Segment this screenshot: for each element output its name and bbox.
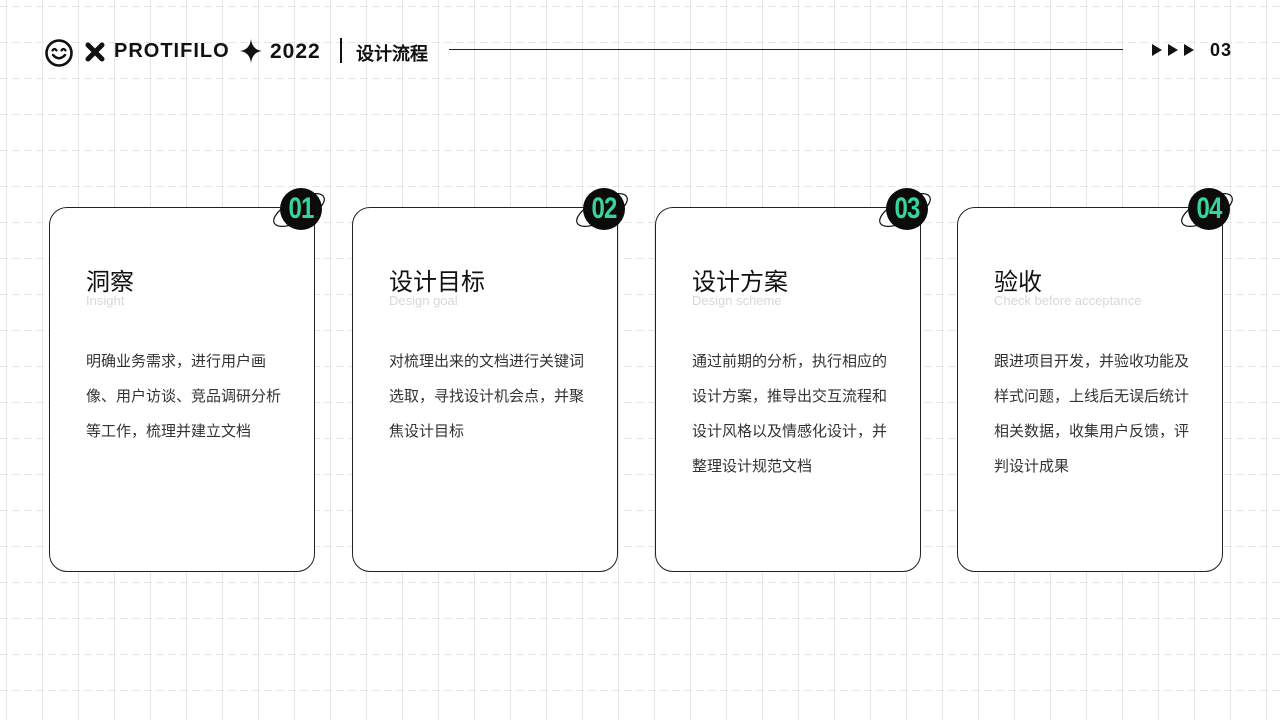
step-badge: 03 (874, 186, 936, 234)
page-number: 03 (1210, 40, 1233, 60)
orbit-circle-icon (273, 188, 325, 230)
orbit-circle-icon (879, 188, 931, 230)
card-subtitle: Insight (86, 293, 125, 308)
brand-name: PROTIFILO (114, 40, 230, 62)
step-number: 04 (1196, 192, 1222, 225)
card-subtitle: Check before acceptance (994, 293, 1142, 308)
step-number: 01 (288, 192, 314, 225)
step-badge: 04 (1176, 186, 1238, 234)
step-number: 03 (894, 192, 920, 225)
orbit-circle-icon (576, 188, 628, 230)
step-card-design-scheme: 03 设计方案 Design scheme 通过前期的分析，执行相应的设计方案，… (655, 188, 931, 572)
step-card-insight: 01 洞察 Insight 明确业务需求，进行用户画像、用户访谈、竞品调研分析等… (49, 188, 325, 572)
header: PROTIFILO 2022 设计流程 03 (0, 0, 1280, 100)
card-description: 通过前期的分析，执行相应的设计方案，推导出交互流程和设计风格以及情感化设计，并整… (692, 352, 888, 475)
card-description: 对梳理出来的文档进行关键词选取，寻找设计机会点，并聚焦设计目标 (389, 352, 585, 440)
step-card-acceptance: 04 验收 Check before acceptance 跟进项目开发，并验收… (957, 188, 1233, 572)
card-title: 设计目标 (389, 268, 485, 296)
card-title: 设计方案 (692, 268, 788, 296)
card-subtitle: Design goal (389, 293, 458, 308)
step-badge: 01 (268, 186, 330, 234)
smile-icon (45, 39, 73, 67)
card-subtitle: Design scheme (692, 293, 782, 308)
sparkle-icon (240, 39, 262, 63)
triple-arrow-icon (1152, 44, 1194, 56)
cross-icon (85, 42, 105, 62)
header-divider (340, 38, 342, 63)
card-description: 明确业务需求，进行用户画像、用户访谈、竞品调研分析等工作，梳理并建立文档 (86, 352, 282, 440)
page-title: 设计流程 (356, 44, 428, 64)
card-description: 跟进项目开发，并验收功能及样式问题，上线后无误后统计相关数据，收集用户反馈，评判… (994, 352, 1190, 475)
card-title: 洞察 (86, 268, 134, 296)
step-badge: 02 (571, 186, 633, 234)
year-label: 2022 (270, 40, 321, 63)
header-rule (449, 49, 1123, 50)
step-card-design-goal: 02 设计目标 Design goal 对梳理出来的文档进行关键词选取，寻找设计… (352, 188, 628, 572)
card-title: 验收 (994, 268, 1042, 296)
step-number: 02 (591, 192, 617, 225)
orbit-circle-icon (1181, 188, 1233, 230)
